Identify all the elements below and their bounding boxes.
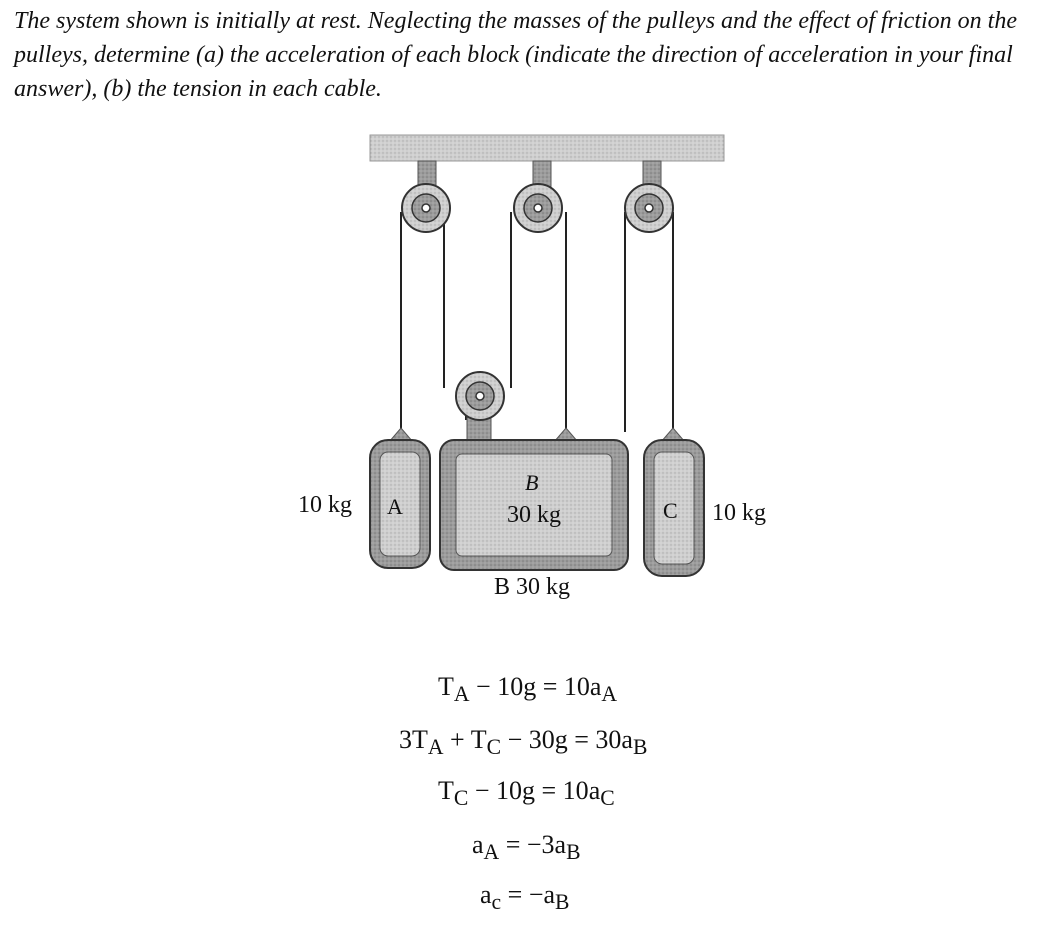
cables <box>400 212 674 432</box>
block-c <box>643 439 705 577</box>
equation-4: aA = −3aB <box>472 830 581 865</box>
hooks <box>387 427 687 443</box>
pulley-diagram <box>369 134 725 577</box>
equation-2: 3TA + TC − 30g = 30aB <box>399 725 648 760</box>
block-b-letter: B <box>525 470 539 495</box>
problem-statement: The system shown is initially at rest. N… <box>14 8 1017 102</box>
pulley-system-figure: 10 kg A B 30 kg B 30 kg C 10 kg <box>270 120 810 620</box>
block-b-mass-label: 30 kg <box>507 502 561 528</box>
block-c-mass-label: 10 kg <box>712 500 766 526</box>
pulley-lower <box>455 371 505 421</box>
pulley-left <box>401 183 451 233</box>
pulley-right <box>624 183 674 233</box>
block-a <box>369 439 431 569</box>
pulley-middle <box>513 183 563 233</box>
ceiling-beam <box>369 134 725 162</box>
block-b-caption: B 30 kg <box>494 574 571 600</box>
equation-5: ac = −aB <box>480 880 570 915</box>
block-b <box>439 439 629 571</box>
equation-3: TC − 10g = 10aC <box>438 776 615 811</box>
block-a-mass-label: 10 kg <box>298 492 352 518</box>
block-c-letter: C <box>663 498 678 523</box>
equation-1: TA − 10g = 10aA <box>438 672 618 707</box>
block-a-letter: A <box>387 494 403 519</box>
